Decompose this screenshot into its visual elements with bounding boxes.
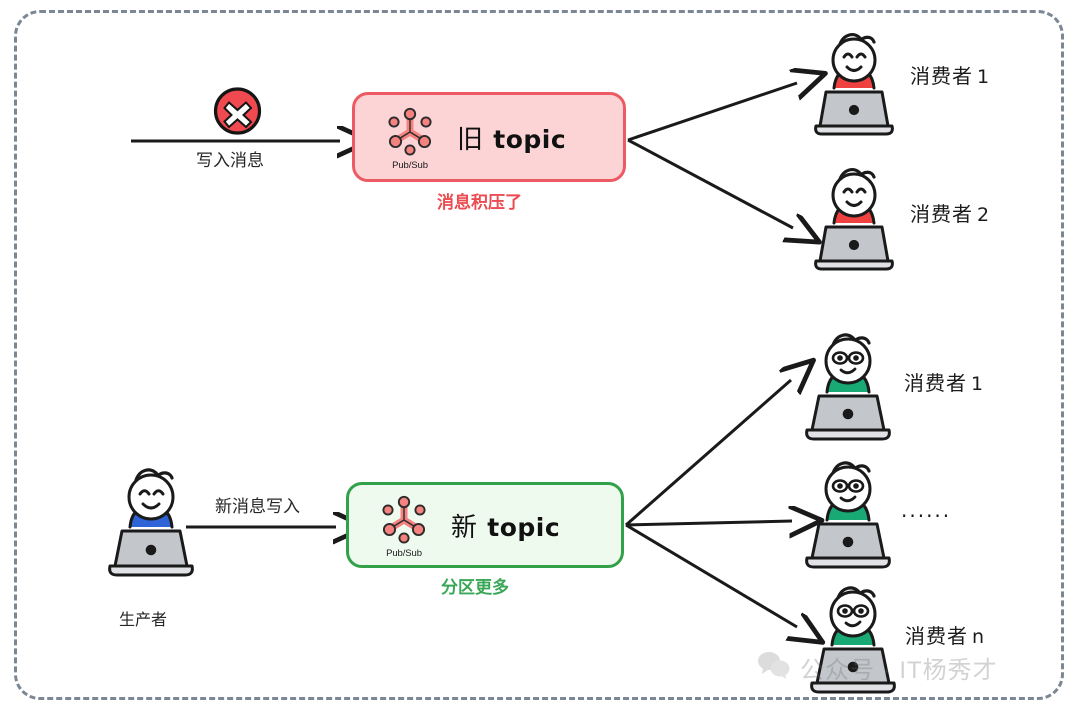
watermark: 公众号 · IT杨秀才 (757, 650, 998, 685)
pubsub-icon: Pub/Sub (377, 106, 443, 171)
watermark-text: 公众号 · IT杨秀才 (800, 657, 998, 684)
old-topic-caption: 消息积压了 (437, 193, 522, 212)
old-topic-name-cn: 旧 (457, 124, 485, 155)
old-topic-name-en: topic (493, 124, 567, 154)
pubsub-icon-caption: Pub/Sub (386, 548, 422, 559)
old-topic-box[interactable]: Pub/Sub 旧 topic (352, 92, 626, 182)
wechat-icon (757, 651, 791, 684)
new-topic-box[interactable]: Pub/Sub 新 topic (346, 482, 624, 568)
producer-label: 生产者 (119, 612, 168, 629)
consumer-figure-bottom-1 (800, 330, 896, 442)
consumer-figure-top-2 (808, 165, 900, 273)
consumer-figure-bottom-n (805, 583, 901, 695)
new-topic-label: 新 topic (451, 507, 560, 544)
old-topic-label: 旧 topic (457, 119, 566, 156)
new-topic-caption: 分区更多 (441, 578, 509, 597)
consumer-figure-bottom-mid (800, 458, 896, 570)
producer-figure (103, 465, 201, 580)
error-x-icon (210, 83, 265, 143)
consumer-label-text: 消费者 (904, 373, 967, 395)
pubsub-icon-caption: Pub/Sub (392, 160, 428, 171)
consumer-ellipsis: ...... (901, 498, 952, 522)
new-message-write-label: 新消息写入 (215, 497, 300, 516)
new-topic-name-cn: 新 (451, 512, 479, 543)
new-topic-name-en: topic (487, 512, 561, 542)
diagram-frame (14, 10, 1064, 700)
consumer-figure-top-1 (808, 30, 900, 138)
write-message-label: 写入消息 (196, 151, 264, 170)
consumer-index: 1 (977, 66, 991, 88)
consumer-index: 1 (971, 373, 985, 395)
consumer-label-text: 消费者 (905, 626, 968, 648)
pubsub-icon: Pub/Sub (371, 494, 437, 559)
consumer-index: n (972, 626, 986, 648)
consumer-label-text: 消费者 (910, 204, 973, 226)
consumer-index: 2 (977, 204, 991, 226)
consumer-label-text: 消费者 (910, 66, 973, 88)
